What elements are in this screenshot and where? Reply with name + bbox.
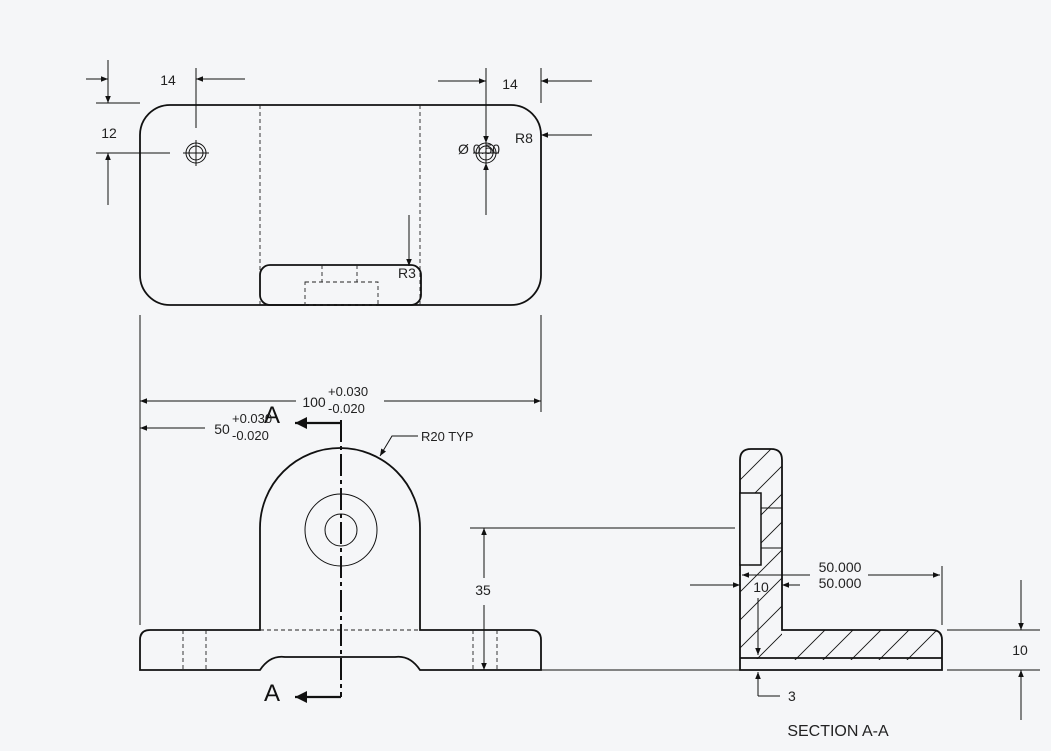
dim-hole-dia: Ø 0.50 [458,141,500,157]
leader-line [379,435,418,457]
section-outline [739,448,943,671]
dim-center-lower-tol: -0.020 [232,428,269,443]
dim-right-hole-x: 14 [502,76,518,92]
dim-base-thickness: 10 [1012,642,1028,658]
dim-boss-radius: R20 TYP [421,429,474,444]
dim-width-nominal: 100 [302,394,326,410]
dim-corner-radius: R8 [515,130,533,146]
section-view: 50.000 50.000 10 3 10 SECTION A-A [690,448,1040,740]
dim-center-nominal: 50 [214,421,230,437]
dim-width-upper-tol: +0.030 [328,384,368,399]
dim-width-lower-tol: -0.020 [328,401,365,416]
dim-depth-lower: 50.000 [819,575,862,591]
dim-depth-upper: 50.000 [819,559,862,575]
dim-slot-radius: R3 [398,265,416,281]
dim-hole-y: 12 [101,125,117,141]
top-view: 14 12 14 Ø 0.50 R8 R3 [86,60,592,625]
dim-wall: 10 [753,579,769,595]
hidden-line [304,281,379,306]
slot-outline [259,264,422,306]
front-view: A A 100 +0.030 -0.020 50 +0.030 -0.020 R… [139,384,735,707]
dim-left-hole-x: 14 [160,72,176,88]
hatch-base [794,630,938,660]
bore-cavity [739,492,762,566]
section-label-bottom: A [264,680,280,707]
dim-height: 35 [475,582,491,598]
dim-step: 3 [788,688,796,704]
top-outline [139,104,542,306]
section-label-top: A [264,402,280,429]
dim-center-upper-tol: +0.030 [232,411,272,426]
section-title: SECTION A-A [787,723,889,740]
front-outline [139,447,542,671]
